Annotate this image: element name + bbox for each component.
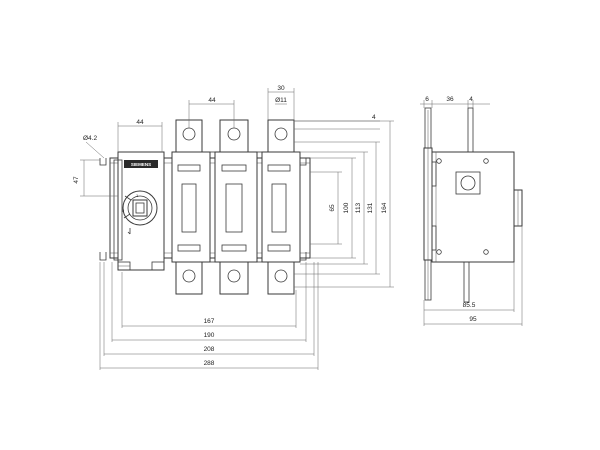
svg-text:1: 1 (136, 193, 139, 198)
pole-1 (171, 119, 211, 295)
dim-side-h-85-5: 85.5 (463, 302, 476, 309)
dim-left-hole: Ø4.2 (83, 135, 97, 142)
pole-2 (214, 119, 258, 295)
dim-top-right-pitch: 30 (277, 85, 285, 92)
brand-label-plate (124, 160, 158, 168)
dim-h-288: 288 (204, 360, 215, 367)
dim-top-right-hole: Ø11 (275, 97, 287, 104)
dim-v-113: 113 (355, 202, 362, 213)
pole-3 (261, 119, 301, 295)
dim-v-131: 131 (367, 202, 374, 213)
dim-h-167: 167 (204, 318, 215, 325)
dim-v-164: 164 (381, 202, 388, 213)
rotary-handle: 0 1 (122, 190, 158, 235)
side-body (431, 151, 515, 263)
dim-v-65: 65 (329, 204, 336, 212)
dim-top-middle-width: 44 (208, 97, 216, 104)
dim-right-offset: 4 (372, 114, 376, 121)
dim-h-190: 190 (204, 332, 215, 339)
dim-left-height: 47 (73, 176, 80, 184)
dim-side-top-6: 6 (425, 96, 429, 103)
dim-top-handle-width: 44 (136, 119, 144, 126)
front-view: SIEMENS 0 1 (73, 85, 394, 370)
mounting-foot-bottom-left (99, 252, 107, 261)
svg-text:0: 0 (122, 208, 125, 213)
side-view: 6 36 4 85.5 95 (420, 96, 523, 326)
side-screw (436, 158, 442, 164)
mounting-foot-top-left (99, 158, 107, 166)
dim-v-100: 100 (343, 202, 350, 213)
brand-label: SIEMENS (131, 162, 151, 167)
dim-side-top-4: 4 (469, 96, 473, 103)
side-terminal-bottom (463, 261, 470, 303)
side-terminal-top (467, 107, 474, 153)
dim-side-top-36: 36 (446, 96, 454, 103)
side-window (455, 171, 481, 195)
dim-h-208: 208 (204, 346, 215, 353)
dim-side-h-95: 95 (469, 316, 477, 323)
